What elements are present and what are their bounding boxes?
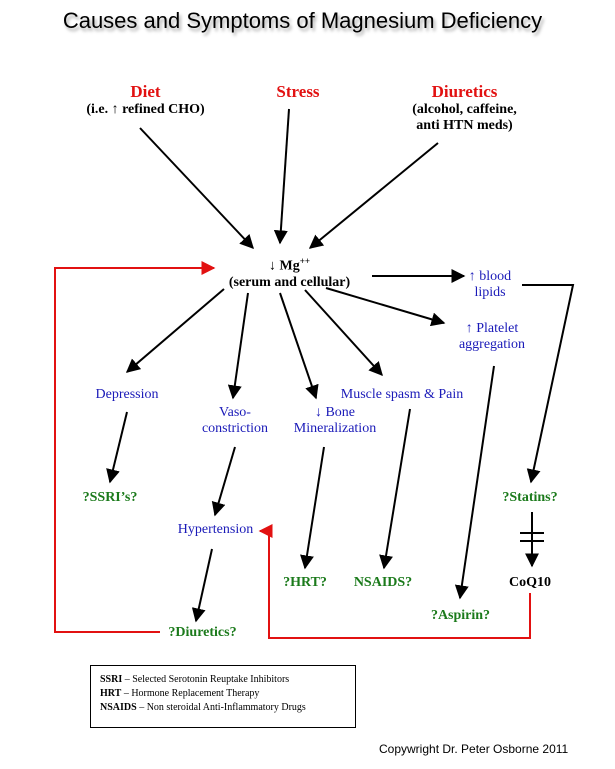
cause-diet-label: Diet	[130, 82, 161, 101]
cause-diet-detail: (i.e. ↑ refined CHO)	[86, 102, 205, 117]
blood-lipids-line2: lipids	[474, 285, 506, 300]
cause-stress: Stress	[253, 81, 343, 102]
cause-diet: Diet (i.e. ↑ refined CHO)	[73, 81, 218, 118]
treatment-statins: ?Statins?	[490, 490, 570, 506]
cause-stress-label: Stress	[276, 82, 320, 101]
abbreviation-legend: SSRI – Selected Serotonin Reuptake Inhib…	[90, 665, 356, 728]
bone-line2: Mineralization	[293, 421, 377, 436]
statins-label: ?Statins?	[502, 490, 558, 505]
arrow-diuretics-to-mg	[308, 142, 439, 249]
arrow-vasoconstriction-to-hypertension	[211, 446, 236, 517]
muscle-label: Muscle spasm & Pain	[340, 387, 464, 402]
cause-diuretics-label: Diuretics	[431, 82, 498, 101]
platelet-line2: aggregation	[458, 337, 526, 352]
arrow-mg-to-platelet	[325, 287, 446, 327]
page-title: Causes and Symptoms of Magnesium Deficie…	[62, 8, 543, 33]
treatment-ssri: ?SSRI’s?	[70, 490, 150, 506]
node-platelet-aggregation: ↑ Platelet aggregation	[447, 321, 537, 353]
cause-diuretics-detail-2: anti HTN meds)	[416, 118, 513, 133]
legend-row-ssri: SSRI – Selected Serotonin Reuptake Inhib…	[100, 673, 355, 687]
treatment-diuretics: ?Diuretics?	[155, 625, 250, 641]
nsaids-label: NSAIDS?	[353, 575, 413, 590]
legend-row-hrt: HRT – Hormone Replacement Therapy	[100, 687, 355, 701]
arrow-diet-to-mg	[139, 127, 254, 250]
aspirin-label: ?Aspirin?	[430, 608, 491, 623]
legend-definition: – Non steroidal Anti-Inflammatory Drugs	[136, 702, 306, 713]
legend-abbr: HRT	[100, 688, 122, 699]
legend-row-nsaids: NSAIDS – Non steroidal Anti-Inflammatory…	[100, 701, 355, 715]
feedback-arrow-diuretics-to-mg	[54, 261, 216, 633]
diuretics-treatment-label: ?Diuretics?	[168, 625, 237, 640]
mg-detail: (serum and cellular)	[228, 274, 351, 290]
treatment-aspirin: ?Aspirin?	[418, 608, 503, 624]
hrt-label: ?HRT?	[283, 575, 327, 590]
node-blood-lipids: ↑ blood lipids	[455, 269, 525, 301]
legend-abbr: SSRI	[100, 674, 123, 685]
node-coq10: CoQ10	[495, 575, 565, 591]
arrow-platelet-to-aspirin	[454, 365, 495, 600]
node-bone-mineralization: ↓ Bone Mineralization	[285, 405, 385, 437]
node-depression: Depression	[82, 387, 172, 403]
copyright-notice: Copywright Dr. Peter Osborne 2011	[379, 742, 569, 756]
arrow-hypertension-to-diuretics	[191, 548, 213, 623]
mg-charge: ++	[299, 256, 310, 266]
feedback-arrow-coq10-to-hypertension	[258, 524, 531, 639]
legend-definition: – Selected Serotonin Reuptake Inhibitors	[122, 674, 290, 685]
arrow-muscle-to-nsaids	[379, 408, 411, 570]
vasoconstriction-line2: constriction	[201, 421, 269, 436]
arrow-mg-to-vasoconstriction	[227, 292, 249, 400]
platelet-line1: ↑ Platelet	[465, 321, 519, 336]
coq10-label: CoQ10	[509, 575, 551, 590]
arrow-lipids-to-statins	[522, 284, 575, 484]
blood-lipids-line1: ↑ blood	[468, 269, 512, 284]
bone-line1: ↓ Bone	[314, 405, 356, 420]
arrow-bone-to-hrt	[300, 446, 325, 570]
mg-label: ↓ Mg	[269, 258, 300, 274]
arrow-depression-to-ssri	[106, 411, 128, 484]
hypertension-label: Hypertension	[177, 522, 254, 537]
vasoconstriction-line1: Vaso-	[219, 405, 251, 420]
arrow-stress-to-mg	[273, 108, 290, 245]
node-magnesium-deficiency: ↓ Mg++ (serum and cellular)	[212, 253, 367, 291]
legend-definition: – Hormone Replacement Therapy	[121, 688, 260, 699]
ssri-label: ?SSRI’s?	[82, 490, 138, 505]
depression-label: Depression	[95, 387, 159, 402]
legend-abbr: NSAIDS	[100, 702, 137, 713]
node-vasoconstriction: Vaso- constriction	[190, 405, 280, 437]
treatment-nsaids: NSAIDS?	[343, 575, 423, 591]
node-hypertension: Hypertension	[168, 522, 263, 538]
arrow-mg-to-muscle	[304, 289, 383, 377]
cause-diuretics-detail-1: (alcohol, caffeine,	[412, 102, 517, 117]
arrow-mg-to-bone	[279, 292, 319, 400]
arrow-mg-to-depression	[125, 288, 225, 373]
cause-diuretics: Diuretics (alcohol, caffeine, anti HTN m…	[392, 81, 537, 134]
treatment-hrt: ?HRT?	[270, 575, 340, 591]
node-muscle-spasm: Muscle spasm & Pain	[327, 387, 477, 403]
